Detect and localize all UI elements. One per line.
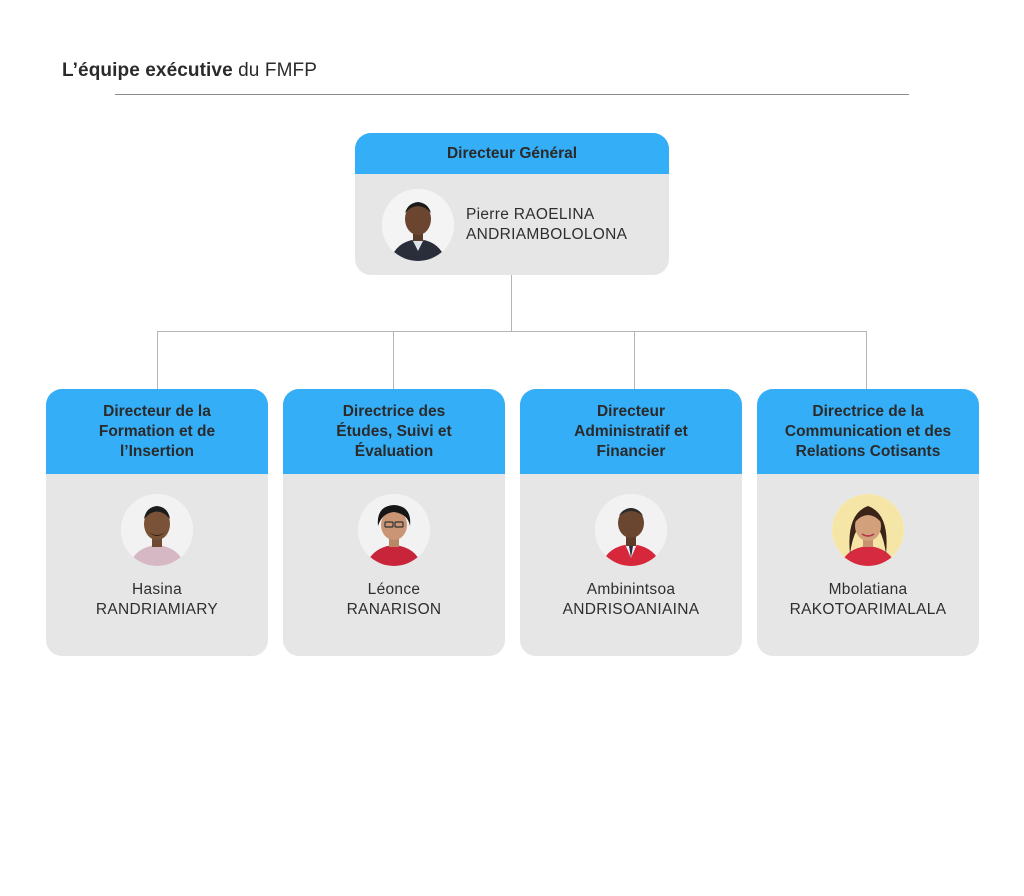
role-line: Directrice de la: [812, 402, 924, 420]
role-line: Formation et de: [98, 422, 216, 440]
card-body: Mbolatiana RAKOTOARIMALALA: [757, 474, 979, 656]
person-first-name: Pierre RAOELINA: [466, 205, 595, 223]
role-line: Directeur de la: [103, 402, 211, 420]
person-photo-icon: [382, 188, 454, 261]
role-line: Relations Cotisants: [795, 442, 941, 460]
connector-drop-2: [393, 331, 394, 389]
page-title-rest: du FMFP: [232, 60, 317, 81]
person-photo-icon: [832, 494, 904, 566]
role-header: Directrice de la Communication et des Re…: [757, 389, 979, 474]
person-name: Hasina RANDRIAMIARY: [96, 580, 218, 620]
role-line: Administratif et: [574, 422, 688, 440]
card-director-administratif: Directeur Administratif et Financier Amb…: [520, 389, 742, 656]
card-body: Ambinintsoa ANDRISOANIAINA: [520, 474, 742, 656]
card-director-communication: Directrice de la Communication et des Re…: [757, 389, 979, 656]
role-line: l’Insertion: [119, 442, 195, 460]
person-first-name: Hasina: [131, 581, 183, 598]
person-photo-icon: [121, 494, 193, 566]
person-photo-icon: [595, 494, 667, 566]
person-last-name: RANDRIAMIARY: [95, 601, 219, 618]
card-director-etudes: Directrice des Études, Suivi et Évaluati…: [283, 389, 505, 656]
person-last-name: RAKOTOARIMALALA: [789, 601, 947, 618]
connector-drop-3: [634, 331, 635, 389]
person-photo-icon: [358, 494, 430, 566]
card-director-formation: Directeur de la Formation et de l’Insert…: [46, 389, 268, 656]
role-line: Directrice des: [342, 402, 446, 420]
role-header: Directeur Administratif et Financier: [520, 389, 742, 474]
card-body: Léonce RANARISON: [283, 474, 505, 656]
role-line: Évaluation: [354, 442, 434, 460]
page-title: L’équipe exécutive du FMFP: [62, 60, 317, 82]
connector-horizontal: [157, 331, 867, 332]
connector-drop-4: [866, 331, 867, 389]
person-name: Léonce RANARISON: [347, 580, 442, 620]
title-divider: [115, 94, 909, 95]
person-first-name: Mbolatiana: [828, 581, 908, 598]
role-header: Directeur Général: [355, 133, 669, 174]
role-header: Directrice des Études, Suivi et Évaluati…: [283, 389, 505, 474]
person-name: Ambinintsoa ANDRISOANIAINA: [563, 580, 700, 620]
person-first-name: Léonce: [367, 581, 421, 598]
person-last-name: ANDRIAMBOLOLONA: [466, 225, 628, 243]
card-body: Hasina RANDRIAMIARY: [46, 474, 268, 656]
person-name: Pierre RAOELINA ANDRIAMBOLOLONA: [466, 205, 627, 245]
role-line: Communication et des: [784, 422, 952, 440]
role-line: Directeur: [596, 402, 666, 420]
connector-drop-1: [157, 331, 158, 389]
connector-vertical-top: [511, 275, 512, 332]
card-body: Pierre RAOELINA ANDRIAMBOLOLONA: [355, 174, 669, 275]
person-name: Mbolatiana RAKOTOARIMALALA: [790, 580, 947, 620]
person-first-name: Ambinintsoa: [586, 581, 676, 598]
role-line: Financier: [596, 442, 666, 460]
role-header: Directeur de la Formation et de l’Insert…: [46, 389, 268, 474]
card-director-general: Directeur Général Pierre RAOELINA ANDRIA…: [355, 133, 669, 275]
person-last-name: RANARISON: [346, 601, 442, 618]
page-title-bold: L’équipe exécutive: [62, 60, 233, 81]
person-last-name: ANDRISOANIAINA: [562, 601, 700, 618]
role-line: Études, Suivi et: [336, 422, 452, 440]
